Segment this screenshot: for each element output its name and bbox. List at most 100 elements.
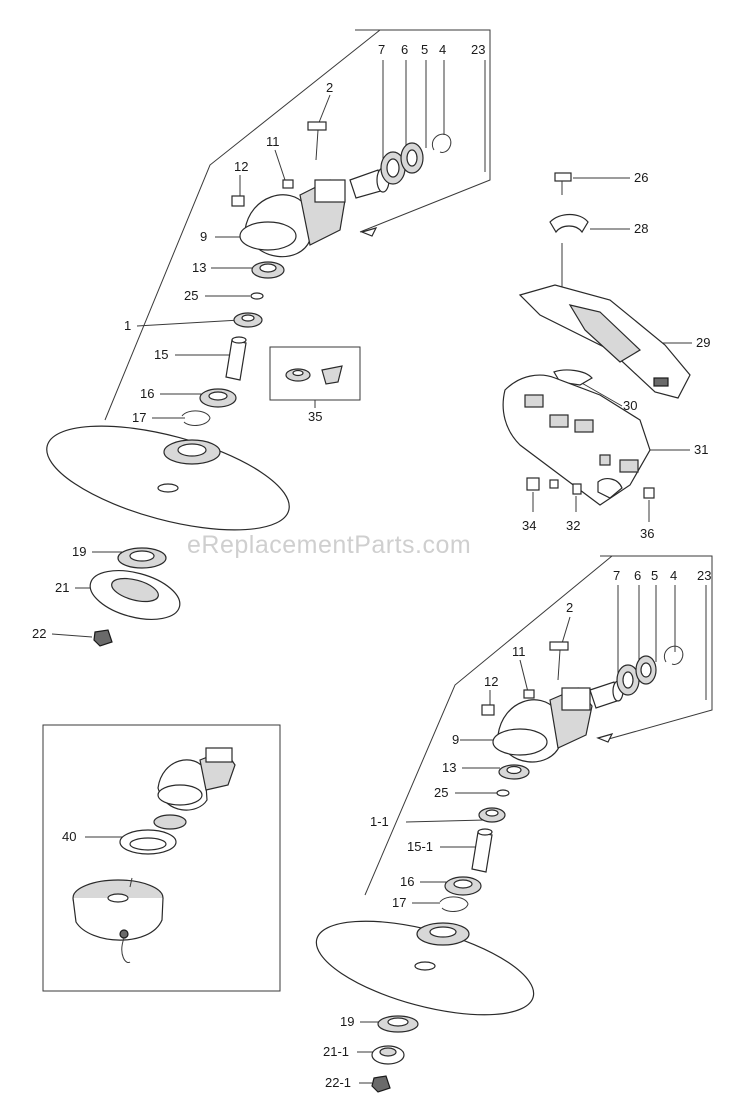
part-label: 5 — [651, 568, 658, 583]
part-label: 19 — [72, 544, 86, 559]
gear-case — [157, 747, 236, 811]
part-label: 32 — [566, 518, 580, 533]
snap-ring — [664, 645, 684, 665]
part-label: 11 — [266, 134, 280, 149]
part-label: 21 — [55, 580, 69, 595]
screw — [523, 689, 535, 699]
watermark: eReplacementParts.com — [187, 531, 471, 559]
leader-line — [317, 94, 331, 126]
part-label: 13 — [192, 260, 206, 275]
fixture — [377, 1015, 419, 1033]
part-label: 5 — [421, 42, 428, 57]
gear — [478, 807, 506, 823]
bearing — [444, 876, 482, 896]
assembly-right: 26 28 29 30 31 4 34 32 36 — [502, 170, 710, 541]
fixture — [117, 547, 167, 569]
bracket-line — [104, 29, 381, 421]
trimmer-head — [72, 877, 164, 964]
bearing — [616, 664, 640, 696]
part-label: 34 — [522, 518, 536, 533]
leader-line — [274, 149, 286, 181]
screw — [282, 179, 294, 189]
holder — [163, 439, 221, 465]
bolt — [526, 477, 540, 491]
inset-box: 40 — [42, 724, 281, 992]
part-label: 36 — [640, 526, 654, 541]
part-label: 16 — [400, 874, 414, 889]
part-label: 22 — [32, 626, 46, 641]
holder — [119, 829, 177, 855]
part-label: 40 — [62, 829, 76, 844]
part-label: 17 — [392, 895, 406, 910]
leader-line — [136, 319, 241, 327]
part-label: 17 — [132, 410, 146, 425]
shaft — [589, 680, 624, 709]
part-label: 11 — [512, 644, 526, 659]
gear-case — [492, 687, 593, 763]
bracket-line — [600, 555, 713, 741]
part-label: 21-1 — [323, 1044, 349, 1059]
bearing — [199, 388, 237, 408]
leader-line — [579, 381, 623, 407]
leader-line — [519, 659, 529, 693]
part-label: 2 — [566, 600, 573, 615]
snap-ring — [432, 133, 452, 153]
part-label: 23 — [471, 42, 485, 57]
part-label: 25 — [184, 288, 198, 303]
bolt — [307, 121, 327, 161]
part-label: 25 — [434, 785, 448, 800]
bearing — [400, 142, 424, 174]
bracket — [518, 284, 691, 399]
screw — [231, 195, 245, 207]
nut — [572, 483, 582, 495]
bracket-line — [364, 555, 613, 896]
key — [596, 733, 614, 743]
bolt — [549, 641, 569, 681]
washer — [496, 789, 510, 797]
gear — [153, 814, 187, 830]
leader-line — [51, 633, 93, 638]
snap-ring — [181, 410, 211, 426]
part-label: 2 — [326, 80, 333, 95]
key — [360, 227, 378, 237]
shield — [502, 374, 651, 506]
part-label: 29 — [696, 335, 710, 350]
part-label: 23 — [697, 568, 711, 583]
part-label: 15-1 — [407, 839, 433, 854]
kit-box: 35 — [269, 346, 361, 424]
part-label: 7 — [378, 42, 385, 57]
nut — [371, 1075, 391, 1093]
cover — [371, 1045, 405, 1065]
part-label: 26 — [634, 170, 648, 185]
spindle — [471, 828, 493, 873]
inset-frame — [42, 724, 281, 992]
part-label: 1 — [124, 318, 131, 333]
gear-case — [239, 179, 346, 258]
bolt — [554, 172, 572, 195]
part-label: 35 — [308, 409, 322, 424]
part-label: 4 — [670, 568, 677, 583]
part-label: 6 — [401, 42, 408, 57]
washer — [549, 479, 559, 489]
screw — [643, 487, 655, 499]
snap-ring — [439, 896, 469, 912]
washer — [250, 292, 264, 300]
screw — [481, 704, 495, 716]
cover — [89, 570, 181, 620]
bearing — [251, 261, 285, 279]
part-label: 12 — [484, 674, 498, 689]
part-label: 1-1 — [370, 814, 389, 829]
part-label: 9 — [200, 229, 207, 244]
spindle — [225, 336, 247, 381]
part-label: 7 — [613, 568, 620, 583]
bearing — [498, 764, 530, 780]
bearing — [635, 655, 657, 685]
assembly-bottom: 7 6 5 4 23 2 11 12 9 13 25 1-1 15-1 16 1… — [315, 555, 713, 1093]
part-label: 30 — [623, 398, 637, 413]
part-label: 16 — [140, 386, 154, 401]
gear — [233, 312, 263, 328]
part-label: 28 — [634, 221, 648, 236]
part-label: 31 — [694, 442, 708, 457]
part-label: 13 — [442, 760, 456, 775]
